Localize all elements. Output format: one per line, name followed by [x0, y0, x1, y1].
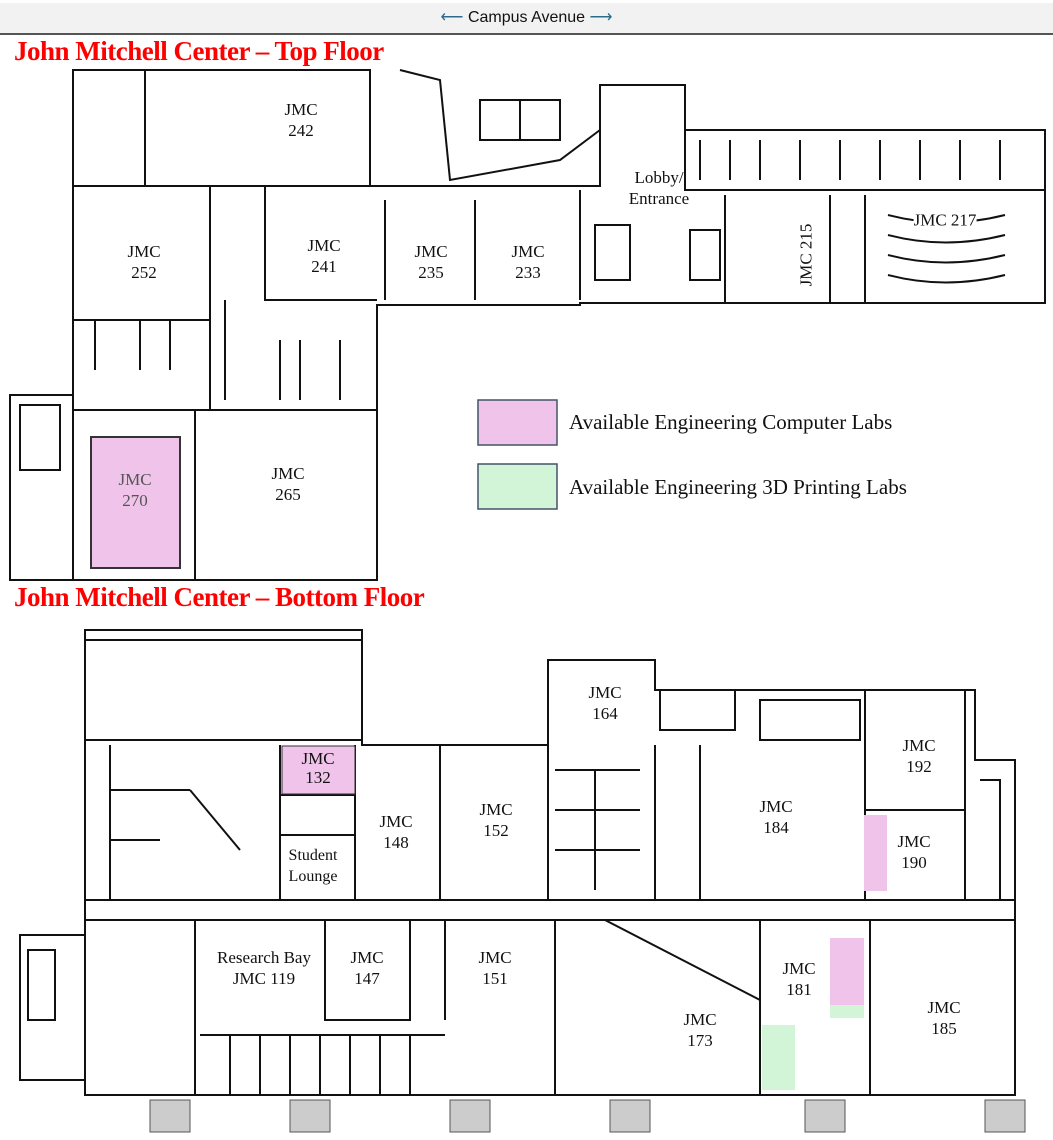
room-jmc-235: JMC 235 — [414, 242, 448, 282]
room-jmc-119-research-bay: Research Bay JMC 119 — [217, 948, 311, 988]
room-jmc-147: JMC 147 — [350, 948, 384, 988]
room-jmc-233: JMC 233 — [511, 242, 545, 282]
room-jmc-192: JMC 192 — [902, 736, 936, 776]
print-highlight-jmc181 — [830, 1005, 864, 1018]
legend-swatch-computer — [477, 399, 558, 446]
room-jmc-241: JMC 241 — [307, 236, 341, 276]
room-jmc-190: JMC 190 — [897, 832, 931, 872]
lobby-entrance: Lobby/ Entrance — [628, 168, 690, 208]
lab-highlight-jmc132 — [281, 745, 356, 795]
room-jmc-173: JMC 173 — [683, 1010, 717, 1050]
top-stair-annex — [9, 394, 74, 581]
room-jmc-184: JMC 184 — [759, 797, 793, 837]
arrow-right-icon: ⟶ — [589, 9, 613, 26]
room-jmc-265: JMC 265 — [271, 464, 305, 504]
legend-printing-label: Available Engineering 3D Printing Labs — [569, 475, 907, 499]
legend-computer-label: Available Engineering Computer Labs — [569, 410, 893, 434]
legend-swatch-printing — [477, 463, 558, 510]
street-banner: ⟵ Campus Avenue ⟶ — [0, 3, 1053, 35]
bottom-floor-title: John Mitchell Center – Bottom Floor — [14, 582, 425, 612]
lab-highlight-jmc270 — [90, 436, 181, 569]
street-name: Campus Avenue — [467, 9, 586, 26]
bottom-floor-outline — [84, 629, 1016, 1096]
student-lounge: Student Lounge — [288, 847, 338, 885]
bottom-stair-annex — [19, 934, 86, 1081]
room-jmc-252: JMC 252 — [127, 242, 161, 282]
top-floor-outline — [72, 69, 1046, 581]
top-floor-title: John Mitchell Center – Top Floor — [14, 36, 384, 66]
arrow-left-icon: ⟵ — [440, 9, 464, 26]
lab-highlight-jmc190 — [864, 815, 887, 891]
room-jmc-152: JMC 152 — [479, 800, 513, 840]
room-jmc-215: JMC 215 — [796, 223, 816, 287]
room-jmc-151: JMC 151 — [478, 948, 512, 988]
room-jmc-185: JMC 185 — [927, 998, 961, 1038]
room-jmc-164: JMC 164 — [588, 683, 622, 723]
room-jmc-132: JMC 132 — [301, 749, 335, 787]
print-highlight-jmc173 — [762, 1025, 795, 1090]
room-jmc-242: JMC 242 — [284, 100, 318, 140]
room-jmc-181: JMC 181 — [782, 959, 816, 999]
room-jmc-217: JMC 217 — [913, 209, 977, 231]
room-jmc-148: JMC 148 — [379, 812, 413, 852]
room-jmc-270: JMC 270 — [118, 470, 152, 510]
lab-highlight-jmc181 — [830, 938, 864, 1005]
